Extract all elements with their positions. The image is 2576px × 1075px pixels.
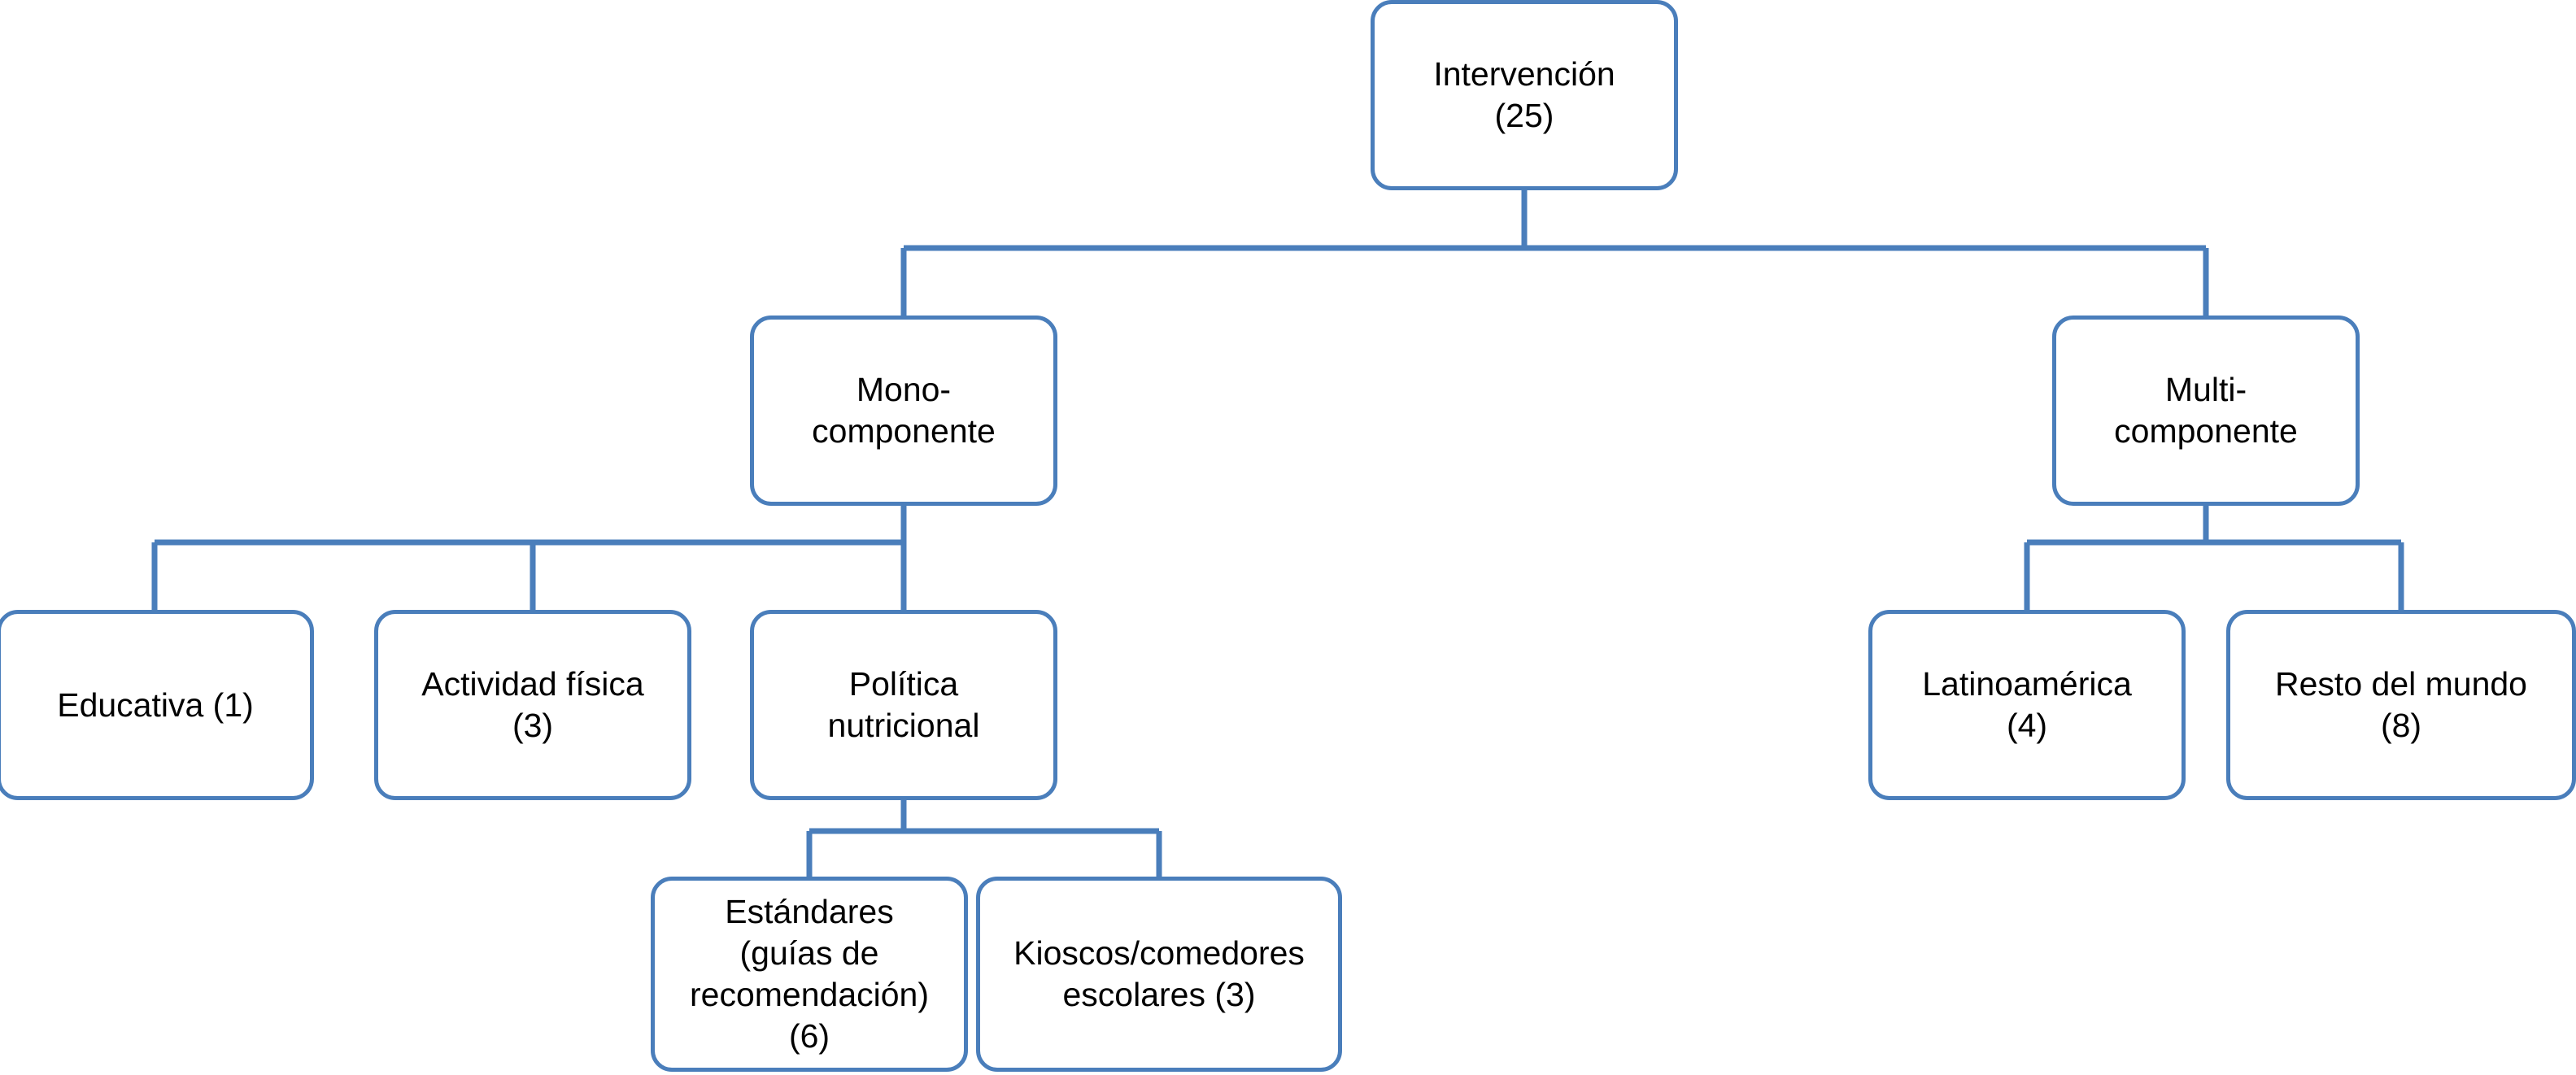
edge-multi-children <box>2024 506 2404 610</box>
node-educativa-label: Educativa (1) <box>57 685 254 724</box>
edge-politica-children <box>806 800 1162 877</box>
node-mono-componente[interactable]: Mono- componente <box>750 316 1057 506</box>
node-intervencion-label: Intervención (25) <box>1433 55 1615 134</box>
node-actividad-fisica[interactable]: Actividad física (3) <box>374 610 691 800</box>
edge-intervencion-mono-multi <box>900 190 2209 316</box>
node-kioscos-comedores[interactable]: Kioscos/comedores escolares (3) <box>976 877 1342 1072</box>
node-politica-nutricional[interactable]: Política nutricional <box>750 610 1057 800</box>
node-mono-componente-label: Mono- componente <box>812 371 996 450</box>
node-multi-componente[interactable]: Multi- componente <box>2052 316 2360 506</box>
node-intervencion[interactable]: Intervención (25) <box>1371 0 1678 190</box>
node-latinoamerica[interactable]: Latinoamérica (4) <box>1868 610 2186 800</box>
node-multi-componente-label: Multi- componente <box>2114 371 2298 450</box>
node-latinoamerica-label: Latinoamérica (4) <box>1922 665 2132 744</box>
node-estandares[interactable]: Estándares (guías de recomendación) (6) <box>651 877 968 1072</box>
edge-mono-children <box>151 506 907 610</box>
node-politica-nutricional-label: Política nutricional <box>827 665 980 744</box>
node-kioscos-comedores-label: Kioscos/comedores escolares (3) <box>1013 934 1305 1013</box>
node-actividad-fisica-label: Actividad física (3) <box>421 665 644 744</box>
node-resto-del-mundo[interactable]: Resto del mundo (8) <box>2226 610 2576 800</box>
node-educativa[interactable]: Educativa (1) <box>0 610 314 800</box>
node-estandares-label: Estándares (guías de recomendación) (6) <box>690 893 929 1055</box>
node-resto-del-mundo-label: Resto del mundo (8) <box>2275 665 2527 744</box>
